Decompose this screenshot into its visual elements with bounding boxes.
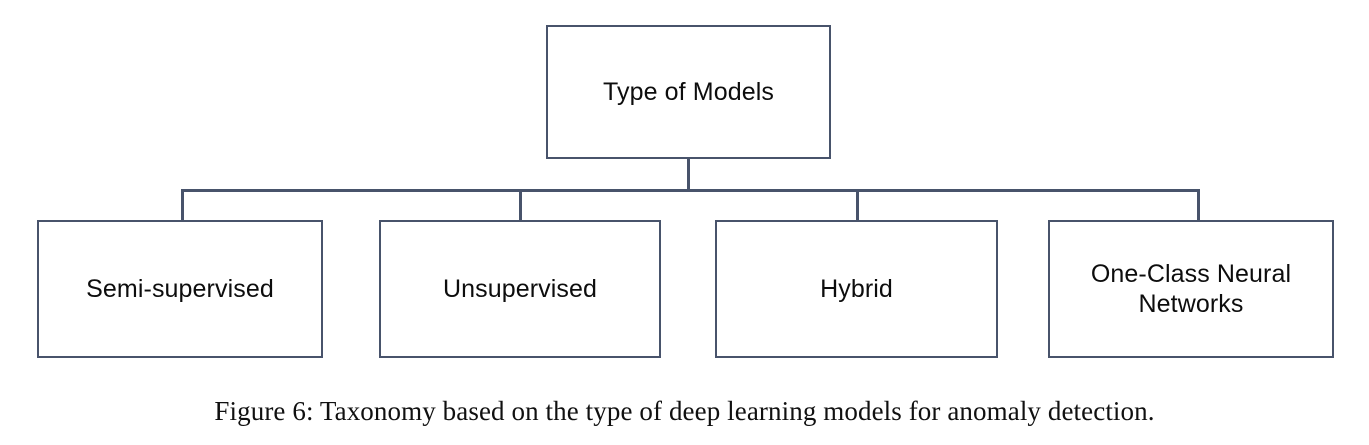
connector-horizontal-bus	[181, 189, 1200, 192]
connector-drop-hybrid	[856, 189, 859, 222]
diagram-node-root[interactable]: Type of Models	[546, 25, 831, 159]
diagram-node-one-class-neural-networks[interactable]: One-Class Neural Networks	[1048, 220, 1334, 358]
node-label: Unsupervised	[442, 274, 598, 303]
diagram-node-unsupervised[interactable]: Unsupervised	[379, 220, 661, 358]
diagram-node-semi-supervised[interactable]: Semi-supervised	[37, 220, 323, 358]
node-label: Type of Models	[603, 77, 774, 106]
node-label: Semi-supervised	[86, 274, 274, 303]
connector-drop-unsupervised	[519, 189, 522, 222]
connector-drop-semi-supervised	[181, 189, 184, 222]
connector-drop-one-class-neural-networks	[1197, 189, 1200, 222]
connector-root-stem	[687, 157, 690, 191]
diagram-node-hybrid[interactable]: Hybrid	[715, 220, 998, 358]
node-label: One-Class Neural Networks	[1090, 259, 1292, 319]
node-label: Hybrid	[820, 274, 893, 303]
figure-caption: Figure 6: Taxonomy based on the type of …	[214, 396, 1155, 426]
